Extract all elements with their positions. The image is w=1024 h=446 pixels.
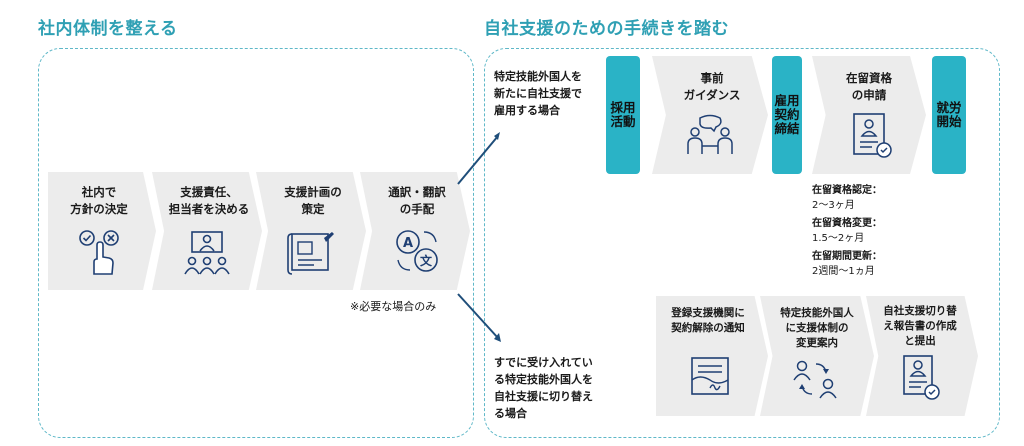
bottom-label-2: 特定技能外国人 に支援体制の 変更案内 <box>780 307 854 349</box>
decision-icon <box>79 230 119 275</box>
step-chevron-2 <box>152 172 262 290</box>
bottom-label-3: 自社支援切り替 え報告書の作成 と提出 <box>883 305 957 347</box>
residence-document-icon <box>853 113 892 158</box>
step-label-4: 通訳・翻訳 の手配 <box>388 185 446 216</box>
application-label: 在留資格 の申請 <box>846 71 892 102</box>
duration-renewal-value: 2週間〜1ヵ月 <box>812 266 875 277</box>
duration-certification-label: 在留資格認定： <box>812 185 882 196</box>
start-work-box: 就労 開始 <box>932 56 966 174</box>
case-switch: すでに受け入れてい る特定技能外国人を 自社支援に切り替え る場合 <box>494 356 593 420</box>
blueprint-icon <box>287 232 334 275</box>
report-icon <box>903 355 940 400</box>
right-panel <box>484 48 1000 438</box>
guidance-label: 事前 ガイダンス <box>683 71 741 102</box>
duration-change-label: 在留資格変更： <box>812 218 882 229</box>
bottom-chevron-2 <box>760 296 874 416</box>
branch-arrows <box>457 132 501 342</box>
left-panel <box>38 48 474 438</box>
step-label-1: 社内で 方針の決定 <box>70 185 128 216</box>
meeting-icon <box>687 114 733 154</box>
note-optional: ※必要な場合のみ <box>350 300 437 313</box>
left-section-title: 社内体制を整える <box>38 19 178 39</box>
bottom-chevron-1 <box>656 296 768 416</box>
team-icon <box>184 231 230 275</box>
translation-icon: A 文 <box>396 230 438 272</box>
duration-certification-value: 2〜3ヶ月 <box>812 200 855 211</box>
svg-text:A: A <box>403 236 413 251</box>
step-label-3: 支援計画の 策定 <box>284 185 342 216</box>
recruitment-box: 採用 活動 <box>606 56 640 174</box>
right-section-title: 自社支援のための手続きを踏む <box>484 19 729 39</box>
bottom-label-1: 登録支援機関に 契約解除の通知 <box>671 307 745 334</box>
duration-change-value: 1.5〜2ヶ月 <box>812 233 865 244</box>
duration-renewal-label: 在留期間更新： <box>812 251 882 262</box>
case-new-hire: 特定技能外国人を 新たに自社支援で 雇用する場合 <box>494 70 582 117</box>
step-chevron-4 <box>360 172 470 290</box>
document-sign-icon <box>691 357 729 395</box>
people-exchange-icon <box>793 360 837 399</box>
step-label-2: 支援責任、 担当者を決める <box>168 185 250 216</box>
contract-box: 雇用 契約 締結 <box>772 56 802 174</box>
svg-text:文: 文 <box>420 253 433 268</box>
